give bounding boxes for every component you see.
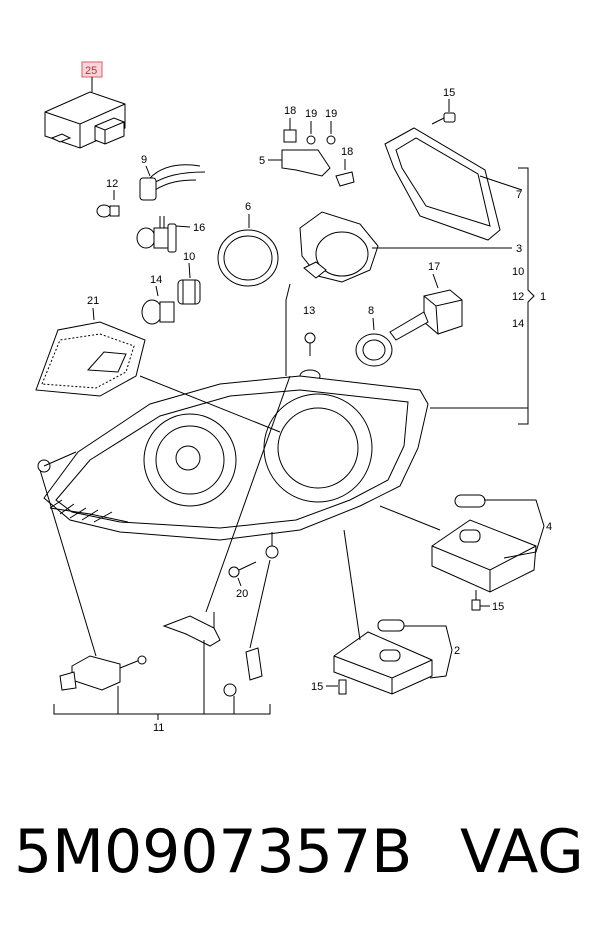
callout-15a: 15 xyxy=(443,87,455,99)
callout-14a: 14 xyxy=(150,274,162,286)
callout-20: 20 xyxy=(236,588,248,600)
callout-18b: 18 xyxy=(341,146,353,158)
callout-3: 3 xyxy=(516,243,522,255)
callout-9: 9 xyxy=(141,154,147,166)
bulb-socket-9: 9 xyxy=(139,154,206,201)
callout-16: 16 xyxy=(193,222,205,234)
callout-25: 25 xyxy=(85,65,97,77)
callout-10a: 10 xyxy=(183,251,195,263)
callout-5: 5 xyxy=(259,155,265,167)
frame-7: 7 xyxy=(384,127,523,241)
callout-14b: 14 xyxy=(512,318,524,330)
part-number-caption: 5M0907357B VAG xyxy=(14,812,594,892)
bracket-group-5: 18 19 19 18 5 xyxy=(259,105,355,187)
bulb-12: 12 xyxy=(96,178,120,218)
callout-21: 21 xyxy=(87,295,99,307)
screw-15-low: 15 xyxy=(311,679,347,695)
screw-13: 13 xyxy=(299,305,321,383)
callout-2: 2 xyxy=(454,645,460,657)
callout-10b: 10 xyxy=(512,266,524,278)
callout-19a: 19 xyxy=(305,108,317,120)
repair-kit-11: 11 xyxy=(39,375,291,734)
xenon-bulb-17: 17 xyxy=(389,261,463,341)
ballast-2: 2 xyxy=(333,529,460,695)
callout-13: 13 xyxy=(303,305,315,317)
bulb-14: 14 xyxy=(141,274,175,325)
callout-1: 1 xyxy=(540,291,546,303)
control-module-25: 25 xyxy=(44,61,126,149)
screw-15-top: 15 xyxy=(431,87,456,125)
callout-17: 17 xyxy=(428,261,440,273)
cap-8: 8 xyxy=(355,305,393,367)
headlight-housing xyxy=(37,375,429,559)
callout-11: 11 xyxy=(153,722,164,734)
callout-4: 4 xyxy=(546,521,552,533)
callout-15c: 15 xyxy=(311,681,323,693)
callout-6: 6 xyxy=(245,201,251,213)
callout-12: 12 xyxy=(106,178,118,190)
bulb-16: 16 xyxy=(136,216,205,253)
callout-bracket-1: 10 12 14 1 xyxy=(430,167,546,425)
brand-name: VAG xyxy=(460,817,584,887)
callout-8: 8 xyxy=(368,305,374,317)
callout-18a: 18 xyxy=(284,105,296,117)
callout-15b: 15 xyxy=(492,601,504,613)
part-number: 5M0907357B xyxy=(14,817,413,887)
callout-7: 7 xyxy=(516,189,522,201)
retaining-ring-6: 6 xyxy=(217,201,279,287)
leader-lines xyxy=(139,283,291,433)
callout-19b: 19 xyxy=(325,108,337,120)
callout-12b: 12 xyxy=(512,291,524,303)
module-3: 3 xyxy=(299,211,522,283)
bulb-holder-10: 10 xyxy=(177,251,201,305)
cover-21: 21 xyxy=(35,295,146,397)
ballast-4: 4 xyxy=(379,494,552,593)
screw-15-mid: 15 xyxy=(471,590,504,613)
screw-20: 20 xyxy=(228,561,257,600)
